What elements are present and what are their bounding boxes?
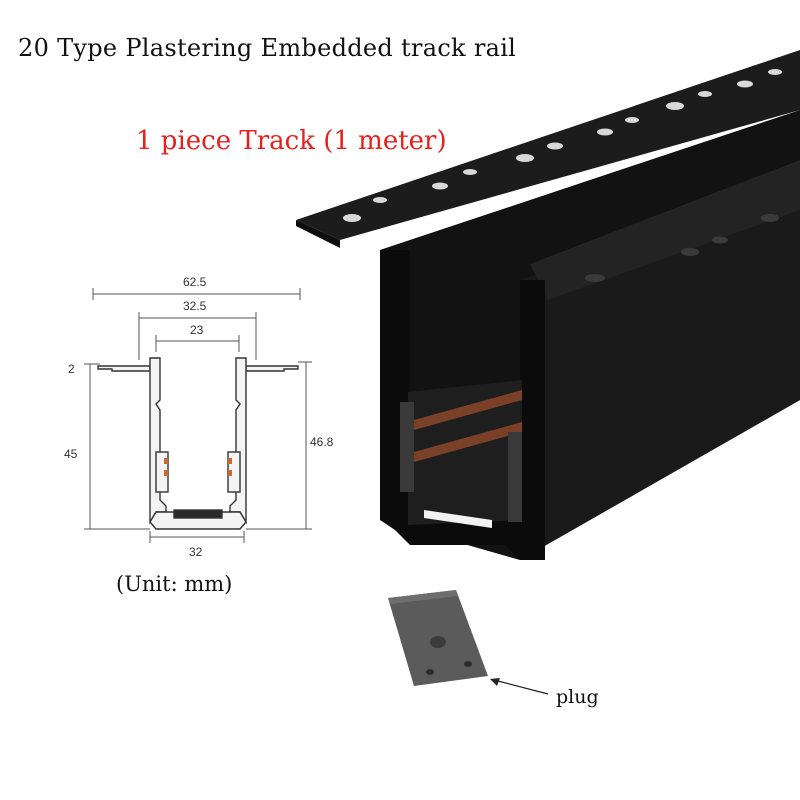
track-length-label: 1 piece Track (1 meter) [136, 126, 447, 156]
dim-inner-width: 23 [190, 323, 204, 337]
dim-height-left: 45 [64, 447, 78, 461]
dim-bottom-width: 32 [189, 545, 203, 559]
dim-height-right: 46.8 [310, 435, 334, 449]
rail-profile-outline [97, 357, 299, 530]
dim-overall-width: 62.5 [183, 275, 207, 289]
dim-flange-thickness: 2 [68, 362, 75, 376]
plug-label: plug [556, 686, 599, 708]
product-title: 20 Type Plastering Embedded track rail [18, 34, 517, 62]
dim-middle-width: 32.5 [183, 299, 207, 313]
unit-note: (Unit: mm) [116, 572, 233, 596]
